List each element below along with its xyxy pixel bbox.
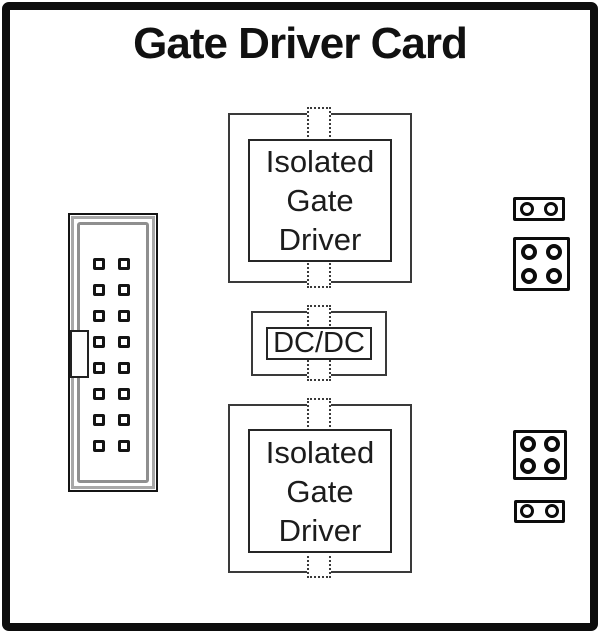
jumper-pin-circle [544, 436, 560, 452]
isolation-channel [307, 551, 331, 578]
jumper-pin-circle [521, 244, 537, 260]
jumper-header-2pin-bottom [514, 500, 565, 523]
connector-pin [118, 362, 130, 374]
jumper-pin-circle [520, 436, 536, 452]
isolation-channel [307, 107, 331, 141]
connector-pin [93, 310, 105, 322]
connector-pin [118, 310, 130, 322]
connector-pin [118, 336, 130, 348]
connector-pin [118, 284, 130, 296]
connector-pin [93, 258, 105, 270]
jumper-pin-circle [544, 202, 558, 216]
connector-pin [118, 440, 130, 452]
jumper-header-4pin-top [513, 237, 570, 291]
jumper-pin-circle [544, 458, 560, 474]
connector-key-notch [70, 330, 89, 378]
connector-pin [93, 336, 105, 348]
jumper-pin-circle [546, 268, 562, 284]
connector-pin [93, 440, 105, 452]
jumper-pin-circle [521, 268, 537, 284]
isolation-channel [307, 305, 331, 329]
connector-pin [93, 388, 105, 400]
dcdc-label: DC/DC [266, 327, 372, 360]
ribbon-connector [68, 213, 158, 492]
isolation-channel [307, 398, 331, 431]
connector-pin [118, 258, 130, 270]
jumper-pin-circle [520, 458, 536, 474]
connector-pin [93, 284, 105, 296]
jumper-header-2pin-top [513, 197, 565, 221]
jumper-pin-circle [520, 504, 534, 518]
isolation-channel [307, 357, 331, 381]
jumper-pin-circle [546, 244, 562, 260]
connector-pin [93, 414, 105, 426]
connector-pin [118, 414, 130, 426]
jumper-pin-circle [545, 504, 559, 518]
connector-pin [118, 388, 130, 400]
gate-driver-bottom-label: Isolated Gate Driver [248, 429, 392, 553]
jumper-header-4pin-bottom [513, 430, 567, 480]
diagram-title: Gate Driver Card [133, 19, 468, 68]
jumper-pin-circle [520, 202, 534, 216]
gate-driver-top-label: Isolated Gate Driver [248, 139, 392, 262]
connector-pin-grid [93, 258, 130, 452]
connector-pin [93, 362, 105, 374]
isolation-channel [307, 260, 331, 288]
